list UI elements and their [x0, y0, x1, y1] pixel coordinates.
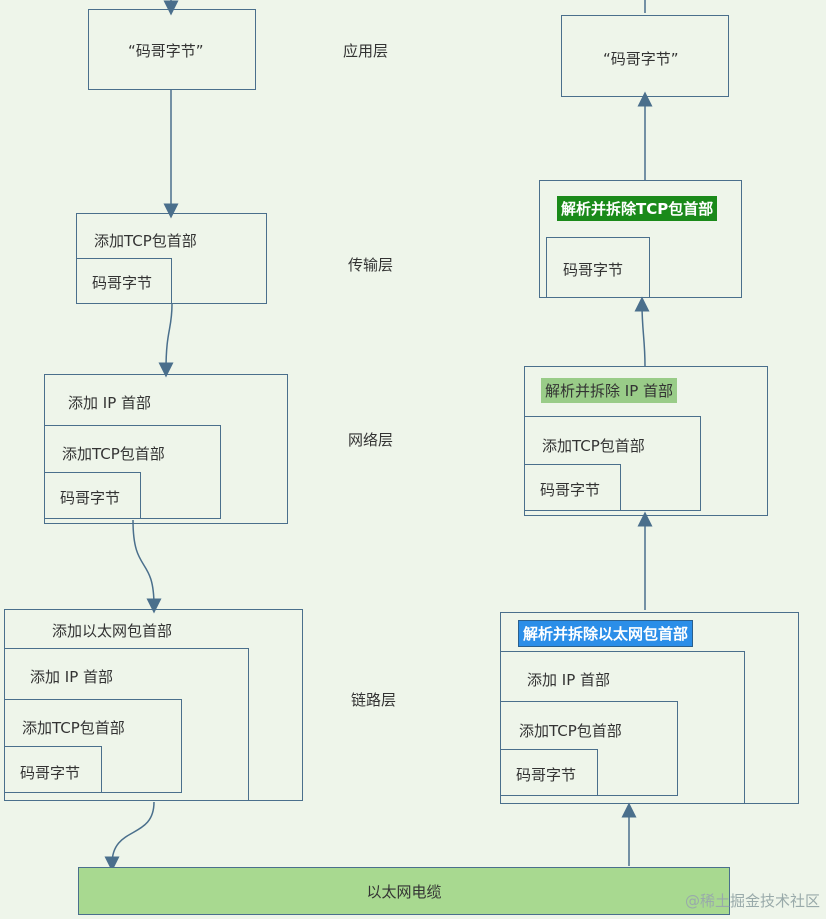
- layer-application: 应用层: [343, 42, 389, 60]
- layer-transport: 传输层: [348, 256, 394, 274]
- remove-eth-tag: 解析并拆除以太网包首部: [518, 620, 694, 647]
- app-payload-left: “码哥字节”: [128, 42, 204, 60]
- arrow-network-to-link-left: [132, 519, 162, 614]
- payload-label-network-right: 码哥字节: [540, 481, 601, 499]
- tcp-header-label-link-right: 添加TCP包首部: [519, 722, 622, 740]
- tcp-header-label-network-right: 添加TCP包首部: [542, 437, 645, 455]
- watermark: @稀土掘金技术社区: [684, 892, 820, 910]
- layer-network: 网络层: [348, 431, 394, 449]
- tcp-header-label-left: 添加TCP包首部: [94, 232, 197, 250]
- arrow-transport-to-network-left: [158, 303, 174, 378]
- remove-ip-tag: 解析并拆除 IP 首部: [541, 378, 678, 403]
- payload-box-link-right: [500, 749, 598, 796]
- ip-header-label-left: 添加 IP 首部: [68, 394, 152, 412]
- payload-label-link-left: 码哥字节: [20, 764, 81, 782]
- payload-box-link-left: [4, 746, 102, 793]
- layer-link: 链路层: [351, 691, 397, 709]
- app-box-right: [561, 15, 729, 97]
- payload-box-network-left: [44, 472, 141, 519]
- tcp-header-label-link-left: 添加TCP包首部: [22, 719, 125, 737]
- payload-box-transport-left: [76, 258, 172, 304]
- ip-header-label-link-right: 添加 IP 首部: [527, 671, 611, 689]
- arrow-network-to-transport-right: [634, 296, 650, 367]
- cable-label: 以太网电缆: [366, 882, 442, 901]
- payload-label-link-right: 码哥字节: [516, 766, 577, 784]
- payload-label-transport-left: 码哥字节: [92, 274, 153, 292]
- app-payload-right: “码哥字节”: [603, 50, 679, 68]
- payload-label-transport-right: 码哥字节: [563, 261, 624, 279]
- eth-header-label-left: 添加以太网包首部: [52, 622, 173, 640]
- app-box-left: [88, 9, 256, 90]
- ethernet-cable: 以太网电缆: [78, 867, 730, 915]
- arrow-link-to-cable-left: [104, 801, 155, 872]
- ip-header-label-link-left: 添加 IP 首部: [30, 668, 114, 686]
- tcp-header-label-network-left: 添加TCP包首部: [62, 445, 165, 463]
- remove-tcp-tag: 解析并拆除TCP包首部: [557, 196, 718, 221]
- payload-box-transport-right: [546, 237, 650, 298]
- payload-box-network-right: [524, 464, 621, 511]
- payload-label-network-left: 码哥字节: [60, 489, 121, 507]
